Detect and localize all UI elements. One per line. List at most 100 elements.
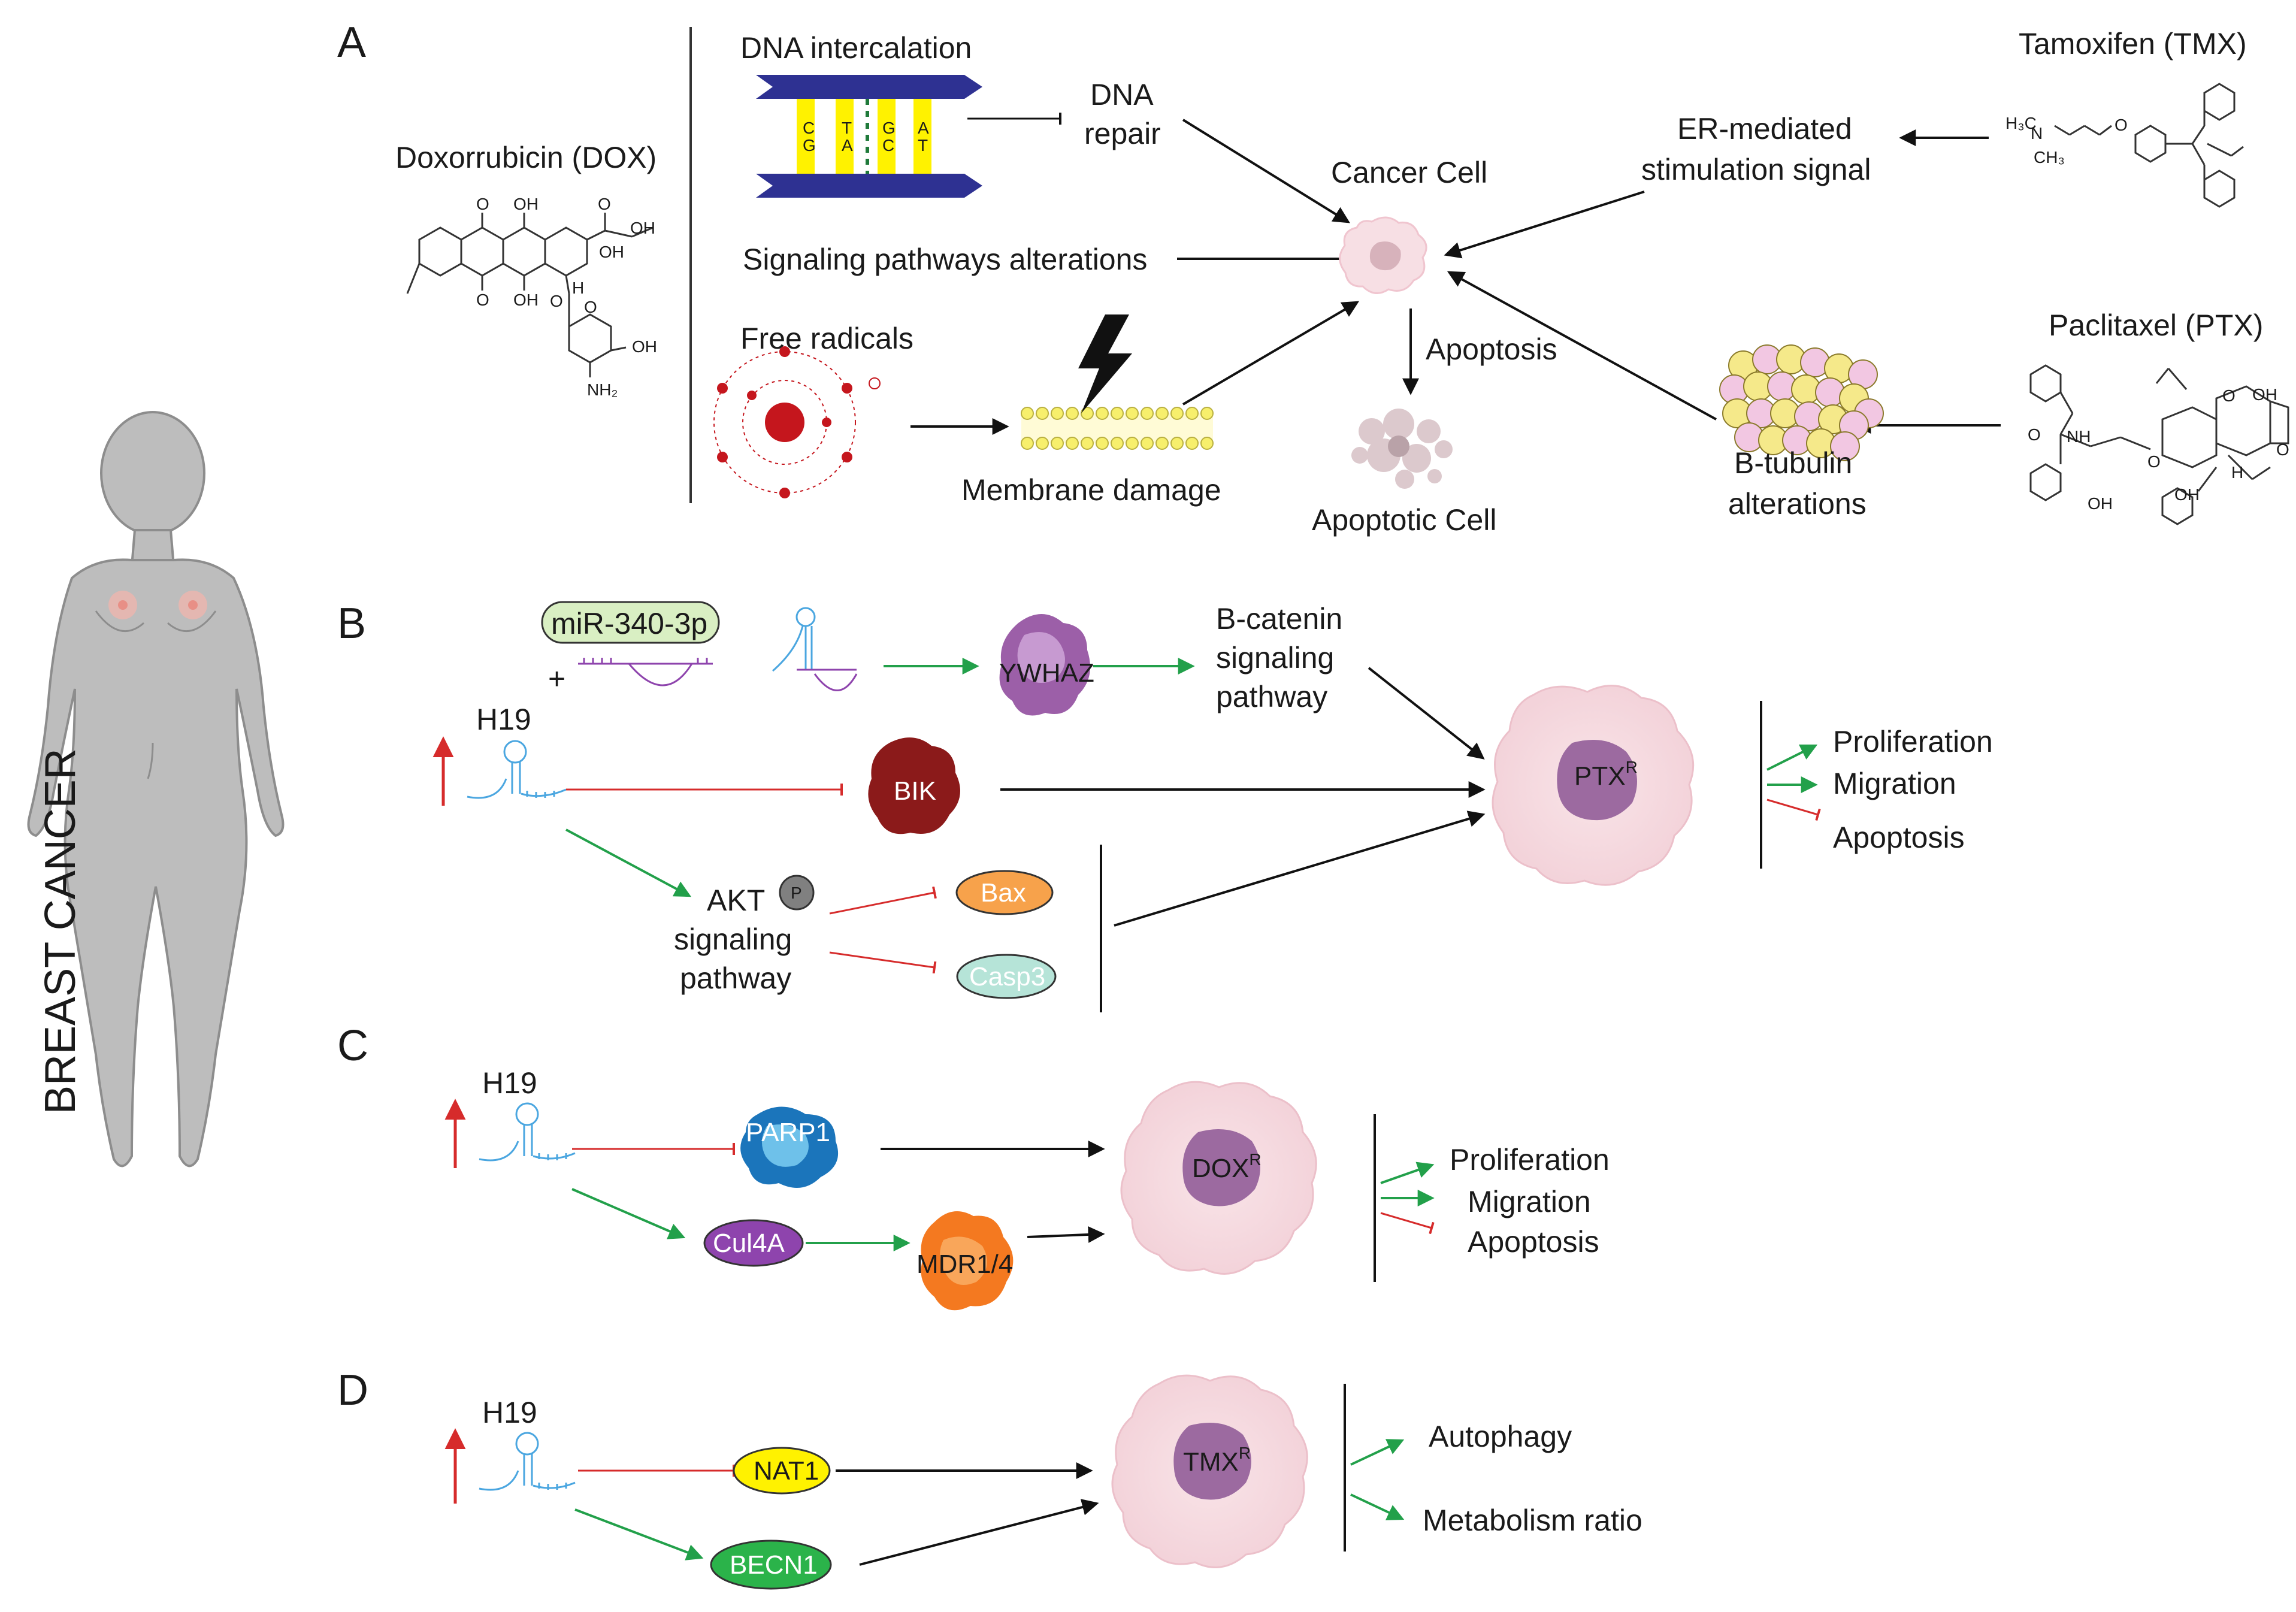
svg-text:OH: OH (599, 243, 624, 261)
free-radicals-label: Free radicals (740, 322, 913, 355)
dna-intercalation-label: DNA intercalation (740, 31, 972, 65)
parp1-protein-icon (740, 1106, 839, 1188)
apoptotic-cell-icon (1351, 409, 1453, 489)
svg-text:A: A (918, 119, 929, 137)
mdr-to-cell-arrow (1027, 1226, 1105, 1243)
doxorubicin-atom-labels: O OH O OH OH O OH H O O OH NH₂ (476, 195, 657, 399)
svg-text:A: A (842, 136, 853, 155)
akt-bax-inhibition (829, 886, 937, 915)
svg-text:OH: OH (2174, 485, 2200, 504)
svg-text:CH₃: CH₃ (2034, 148, 2065, 167)
paclitaxel-structure-icon (2029, 364, 2289, 525)
mirna-hairpin-icon (578, 658, 713, 686)
panel-c: C H19 PARP1 Cul4A MDR1/4 (337, 1022, 1610, 1311)
dna-intercalation-icon (756, 75, 982, 198)
phospho-badge-icon (779, 875, 815, 911)
svg-text:O: O (598, 195, 611, 213)
er-mediated-label-1: ER-mediated (1677, 112, 1852, 146)
dna-repair-to-cell-arrow (1182, 119, 1350, 223)
signaling-pathways-label: Signaling pathways alterations (743, 243, 1147, 276)
tmx-resistant-cell-icon (1111, 1374, 1308, 1568)
dna-repair-label-2: repair (1084, 117, 1161, 150)
paclitaxel-atom-labels: NH O OH O O OH OH H O (2028, 385, 2289, 513)
svg-text:OH: OH (632, 337, 657, 356)
panel-b: B miR-340-3p + YWHAZ B-catenin signaling… (337, 600, 1993, 1012)
human-body-silhouette (27, 411, 285, 1168)
cul4a-label: Cul4A (713, 1229, 785, 1258)
btubulin-label-1: B-tubulin (1734, 446, 1852, 480)
panel-d-letter: D (337, 1366, 368, 1414)
mdr-label: MDR1/4 (916, 1250, 1013, 1279)
tamoxifen-structure-icon (2054, 83, 2244, 208)
svg-text:T: T (918, 136, 928, 155)
dna-base-letters: C T G A G A C T (803, 119, 929, 155)
parp1-label: PARP1 (746, 1118, 830, 1147)
svg-text:H: H (2231, 463, 2243, 482)
svg-text:H₃C: H₃C (2005, 114, 2037, 132)
dox-label: Doxorrubicin (DOX) (395, 141, 657, 174)
bcat-label-2: signaling (1216, 641, 1334, 675)
er-to-cell-arrow (1444, 190, 1645, 259)
h19-rna-icon (467, 740, 567, 799)
nat1-node (733, 1447, 831, 1495)
cul4a-node (703, 1219, 804, 1267)
dox-outcome-migration: Migration (1468, 1185, 1591, 1218)
h19-label-b: H19 (476, 703, 531, 736)
dox-apoptosis-inhibition (1380, 1212, 1435, 1235)
panel-b-letter: B (337, 600, 366, 648)
tmx-label: Tamoxifen (TMX) (2019, 27, 2247, 61)
h19-label-d: H19 (482, 1396, 537, 1429)
h19-cul4a-arrow (571, 1188, 686, 1239)
mirna-plus-sign: + (548, 662, 565, 695)
cancer-cell-label: Cancer Cell (1331, 156, 1487, 189)
membrane-damage-label: Membrane damage (961, 473, 1221, 507)
svg-text:O: O (2028, 425, 2041, 444)
h19-label-c: H19 (482, 1066, 537, 1100)
svg-text:NH₂: NH₂ (587, 380, 618, 399)
membrane-to-cell-arrow (1182, 301, 1360, 406)
svg-text:H: H (572, 279, 584, 297)
er-mediated-label-2: stimulation signal (1641, 153, 1871, 186)
mirna-label: miR-340-3p (551, 607, 707, 640)
breast-cancer-side-label: BREAST CANCER (37, 748, 84, 1114)
btubulin-label-2: alterations (1728, 487, 1867, 521)
bax-node (955, 870, 1054, 915)
tamoxifen-atom-labels: H₃C N CH₃ O (2005, 114, 2128, 167)
lipid-membrane-icon (1021, 407, 1214, 450)
phospho-label: P (791, 884, 802, 902)
h19-mirna-complex-icon (772, 607, 858, 691)
panel-a-letter: A (337, 19, 366, 66)
h19-becn1-arrow (574, 1508, 704, 1560)
becn1-label: BECN1 (730, 1550, 818, 1580)
becn1-node (710, 1540, 832, 1590)
akt-casp3-inhibition (829, 951, 937, 974)
dox-outcome-proliferation: Proliferation (1450, 1143, 1610, 1177)
svg-text:T: T (842, 119, 852, 137)
free-radicals-icon (713, 346, 881, 498)
bik-label: BIK (894, 776, 936, 806)
dna-repair-label-1: DNA (1090, 78, 1154, 111)
ywhaz-protein-icon (999, 614, 1090, 716)
bcat-label-3: pathway (1216, 680, 1327, 713)
casp3-label: Casp3 (969, 962, 1045, 991)
tmx-resistant-label: TMXR (1183, 1444, 1251, 1477)
doxorubicin-structure-icon (406, 213, 654, 377)
tmx-autophagy-arrow (1350, 1439, 1405, 1466)
ptx-label: Paclitaxel (PTX) (2049, 309, 2263, 342)
akt-label-3: pathway (680, 961, 791, 995)
bik-protein-icon (868, 737, 960, 834)
ptx-resistant-cell-icon (1492, 685, 1695, 886)
cancer-cell-icon (1339, 216, 1427, 294)
svg-text:N: N (2031, 124, 2043, 143)
casp3-node (956, 954, 1057, 999)
svg-text:NH: NH (2067, 427, 2091, 446)
tmx-outcome-autophagy: Autophagy (1429, 1420, 1572, 1453)
bcat-label-1: B-catenin (1216, 602, 1342, 636)
svg-text:OH: OH (2252, 385, 2277, 404)
apoptotic-cell-label: Apoptotic Cell (1312, 503, 1497, 537)
panel-a: A Doxorrubicin (DOX) O OH O OH OH O OH H (337, 19, 2289, 537)
lightning-bolt-icon (1078, 314, 1132, 413)
svg-text:O: O (2276, 440, 2289, 459)
nat1-label: NAT1 (754, 1456, 819, 1486)
svg-text:OH: OH (513, 291, 539, 309)
